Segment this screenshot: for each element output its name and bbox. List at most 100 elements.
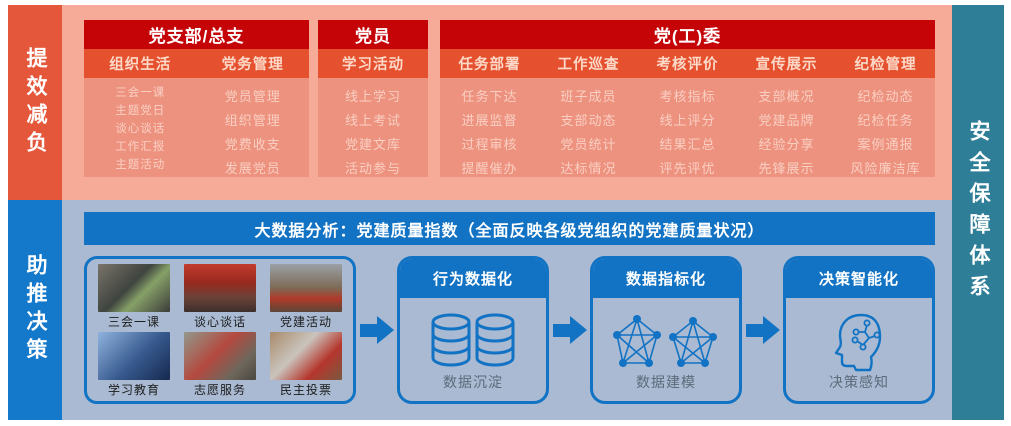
group-title: 党员: [318, 20, 428, 50]
feature-item: 经验分享: [758, 137, 815, 152]
left-sidebar-top-efficiency: 提效减负: [8, 5, 62, 200]
photo-label: 谈心谈话: [193, 315, 246, 329]
subcategory-header: 党务管理: [221, 57, 284, 74]
feature-item: 先锋展示: [758, 161, 815, 176]
feature-item: 党费收支: [224, 137, 281, 152]
feature-item: 考核指标: [659, 89, 716, 104]
right-arrow-icon: [359, 316, 394, 344]
photo-label: 党建活动: [279, 315, 332, 329]
group-party-member: 党员 学习活动 线上学习 线上考试 党建文库 活动参与: [318, 20, 428, 177]
stage-intelligent-decision: 决策智能化: [783, 256, 935, 404]
stage-caption: 决策感知: [829, 374, 889, 390]
feature-item: 任务下达: [461, 89, 518, 104]
photo-thumbnail: [98, 264, 170, 312]
items-row: 三会一课 主题党日 谈心谈话 工作汇报 主题活动 党员管理 组织管理 党费收支 …: [84, 78, 309, 177]
feature-item: 进展监督: [461, 113, 518, 128]
photo-cell: 学习教育: [95, 332, 173, 399]
photo-thumbnail: [184, 264, 256, 312]
feature-item: 线上评分: [659, 113, 716, 128]
feature-item: 党建文库: [344, 137, 401, 152]
right-arrow-icon: [552, 316, 587, 344]
photo-thumbnail: [98, 332, 170, 380]
stage-title: 决策智能化: [786, 259, 932, 298]
group-party-branch: 党支部/总支 组织生活 党务管理 三会一课 主题党日 谈心谈话 工作汇报 主题活…: [84, 20, 309, 177]
group-title: 党(工)委: [440, 20, 935, 50]
subcategory-header: 学习活动: [342, 57, 404, 74]
feature-item: 过程审核: [461, 137, 518, 152]
items-row: 任务下达 进展监督 过程审核 提醒催办 班子成员 支部动态 党员统计 达标情况: [440, 78, 935, 177]
left-sidebar-top-label: 提效减负: [24, 46, 47, 159]
feature-item: 纪检任务: [857, 113, 914, 128]
item-column: 支部概况 党建品牌 经验分享 先锋展示: [737, 78, 836, 177]
photo-label: 民主投票: [279, 383, 332, 397]
main-content: 党支部/总支 组织生活 党务管理 三会一课 主题党日 谈心谈话 工作汇报 主题活…: [62, 5, 952, 420]
photo-label: 志愿服务: [193, 383, 246, 397]
stage-behavior-dataization: 行为数据化: [397, 256, 549, 404]
subheader-row: 组织生活 党务管理: [84, 49, 309, 78]
feature-item: 纪检动态: [857, 89, 914, 104]
arrow-zone: [742, 256, 783, 404]
item-column: 考核指标 线上评分 结果汇总 评先评优: [638, 78, 737, 177]
stage-caption: 数据建模: [636, 374, 696, 390]
feature-item: 班子成员: [560, 89, 617, 104]
subheader-row: 学习活动: [318, 49, 428, 78]
subcategory-header: 组织生活: [109, 57, 172, 74]
feature-item: 主题党日: [115, 105, 166, 117]
arrow-zone: [356, 256, 397, 404]
right-sidebar-label: 安全保障体系: [967, 119, 990, 306]
photo-cell: 党建活动: [267, 264, 345, 331]
data-flow: 三会一课 谈心谈话 党建活动 学习教育: [84, 256, 935, 404]
stage-title: 数据指标化: [593, 259, 739, 298]
photo-label: 学习教育: [107, 383, 160, 397]
photo-cell: 民主投票: [267, 332, 345, 399]
role-matrix-section: 党支部/总支 组织生活 党务管理 三会一课 主题党日 谈心谈话 工作汇报 主题活…: [62, 5, 952, 200]
feature-item: 主题活动: [115, 159, 166, 171]
subcategory-header: 工作巡查: [557, 57, 620, 74]
photo-cell: 志愿服务: [181, 332, 259, 399]
activity-photos-panel: 三会一课 谈心谈话 党建活动 学习教育: [84, 256, 356, 404]
stage-body: 决策感知: [786, 298, 932, 401]
feature-item: 发展党员: [224, 161, 281, 176]
photo-thumbnail: [184, 332, 256, 380]
photo-label: 三会一课: [107, 315, 160, 329]
feature-item: 线上考试: [344, 113, 401, 128]
feature-item: 案例通报: [857, 137, 914, 152]
feature-item: 活动参与: [344, 161, 401, 176]
feature-item: 谈心谈话: [115, 123, 166, 135]
right-sidebar-security: 安全保障体系: [952, 5, 1004, 420]
item-column: 纪检动态 纪检任务 案例通报 风险廉洁库: [836, 78, 935, 177]
network-icon: [611, 312, 721, 370]
stage-body: 数据建模: [593, 298, 739, 401]
feature-item: 党建品牌: [758, 113, 815, 128]
stage-data-indexation: 数据指标化: [590, 256, 742, 404]
stage-caption: 数据沉淀: [443, 374, 503, 390]
photo-thumbnail: [270, 332, 342, 380]
left-sidebar-bottom-label: 助推决策: [24, 254, 47, 366]
subheader-row: 任务部署 工作巡查 考核评价 宣传展示 纪检管理: [440, 49, 935, 78]
subcategory-header: 任务部署: [458, 57, 521, 74]
feature-item: 达标情况: [560, 161, 617, 176]
subcategory-header: 宣传展示: [755, 57, 818, 74]
stage-title: 行为数据化: [400, 259, 546, 298]
feature-item: 党员统计: [560, 137, 617, 152]
feature-item: 支部动态: [560, 113, 617, 128]
feature-item: 工作汇报: [115, 141, 166, 153]
feature-item: 支部概况: [758, 89, 815, 104]
item-column: 三会一课 主题党日 谈心谈话 工作汇报 主题活动: [84, 78, 197, 177]
arrow-zone: [549, 256, 590, 404]
photo-cell: 谈心谈话: [181, 264, 259, 331]
item-column: 党员管理 组织管理 党费收支 发展党员: [197, 78, 310, 177]
item-column: 任务下达 进展监督 过程审核 提醒催办: [440, 78, 539, 177]
items-row: 线上学习 线上考试 党建文库 活动参与: [318, 78, 428, 177]
feature-item: 线上学习: [344, 89, 401, 104]
feature-item: 党员管理: [224, 89, 281, 104]
item-column: 线上学习 线上考试 党建文库 活动参与: [318, 78, 428, 177]
left-sidebar: 提效减负 助推决策: [8, 5, 62, 420]
left-sidebar-bottom-decision: 助推决策: [8, 200, 62, 420]
database-icon: [427, 312, 519, 370]
subcategory-header: 考核评价: [656, 57, 719, 74]
feature-item: 结果汇总: [659, 137, 716, 152]
feature-item: 组织管理: [224, 113, 281, 128]
subcategory-header: 纪检管理: [854, 57, 917, 74]
